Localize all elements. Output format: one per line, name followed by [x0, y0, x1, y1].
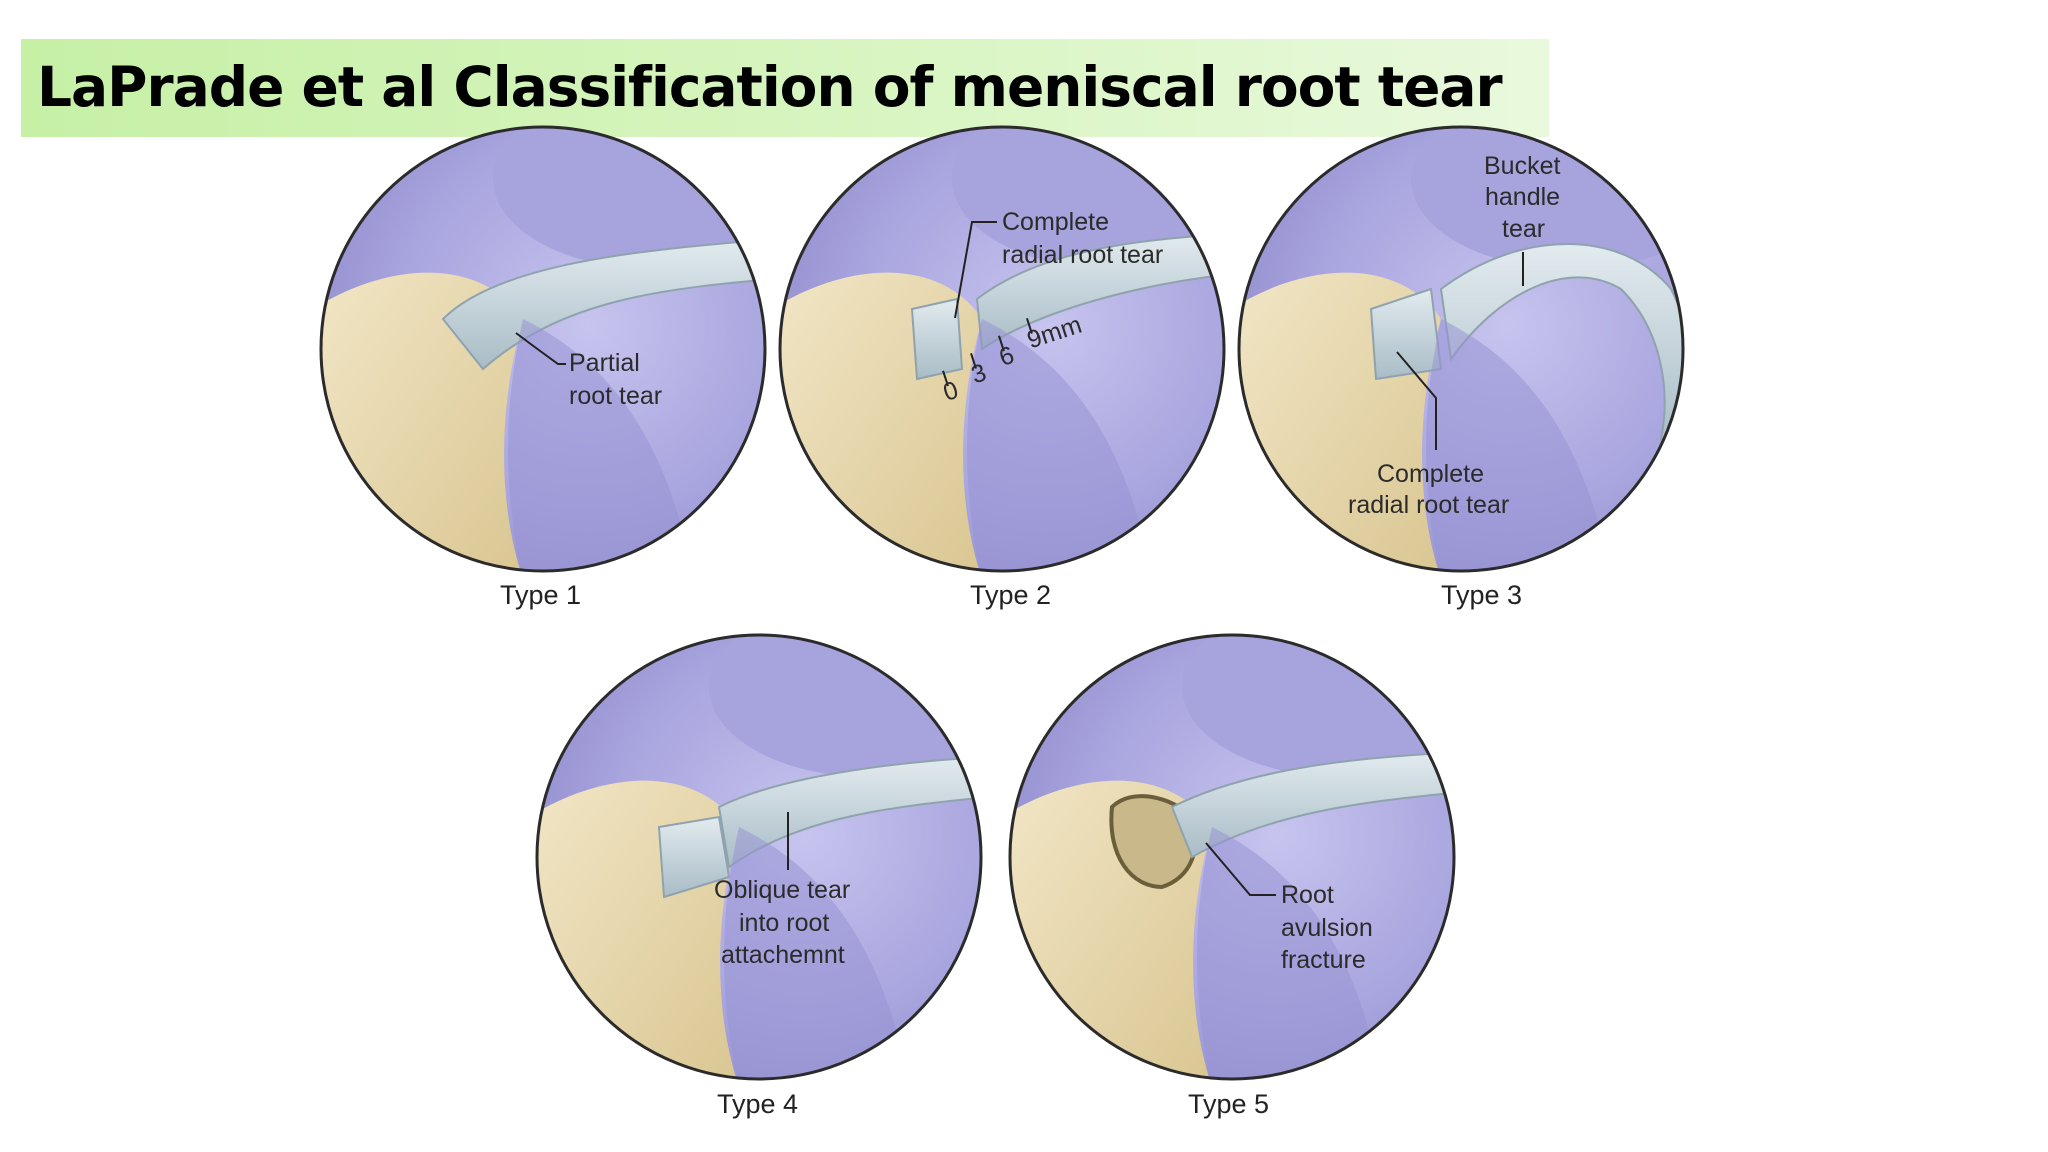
- leader-line: [515, 332, 566, 365]
- callout-oblique-line2: into root: [739, 909, 829, 937]
- callout-complete-line2: radial root tear: [1002, 241, 1163, 269]
- callout-partial-line2: root tear: [569, 382, 662, 410]
- caption-type-5: Type 5: [1188, 1089, 1269, 1119]
- callout-bucket-line2: handle: [1485, 183, 1560, 211]
- callout-avulsion-line1: Root: [1281, 881, 1334, 909]
- callout-avulsion-line3: fracture: [1281, 946, 1366, 974]
- panel-type-2: [778, 125, 1226, 573]
- callout-avulsion-line2: avulsion: [1281, 914, 1373, 942]
- callout-bucket-line3: tear: [1502, 215, 1545, 243]
- leader-line: [1205, 842, 1276, 896]
- callout-complete-line1: Complete: [1002, 208, 1109, 236]
- callout-complete3-line2: radial root tear: [1348, 491, 1509, 519]
- leader-line: [954, 221, 997, 319]
- caption-type-4: Type 4: [717, 1089, 798, 1119]
- slide-title: LaPrade et al Classification of meniscal…: [37, 55, 1503, 119]
- panel-type-1: [319, 125, 767, 573]
- panel-type-4: [535, 633, 983, 1081]
- leader-line: [1396, 351, 1437, 450]
- caption-type-3: Type 3: [1441, 580, 1522, 610]
- panel-type-5: [1008, 633, 1456, 1081]
- title-banner: LaPrade et al Classification of meniscal…: [21, 39, 1549, 137]
- callout-oblique-line3: attachemnt: [721, 941, 845, 969]
- callout-complete3-line1: Complete: [1377, 460, 1484, 488]
- callout-oblique-line1: Oblique tear: [714, 876, 850, 904]
- caption-type-2: Type 2: [970, 580, 1051, 610]
- caption-type-1: Type 1: [500, 580, 581, 610]
- callout-bucket-line1: Bucket: [1484, 152, 1560, 180]
- callout-partial-line1: Partial: [569, 349, 640, 377]
